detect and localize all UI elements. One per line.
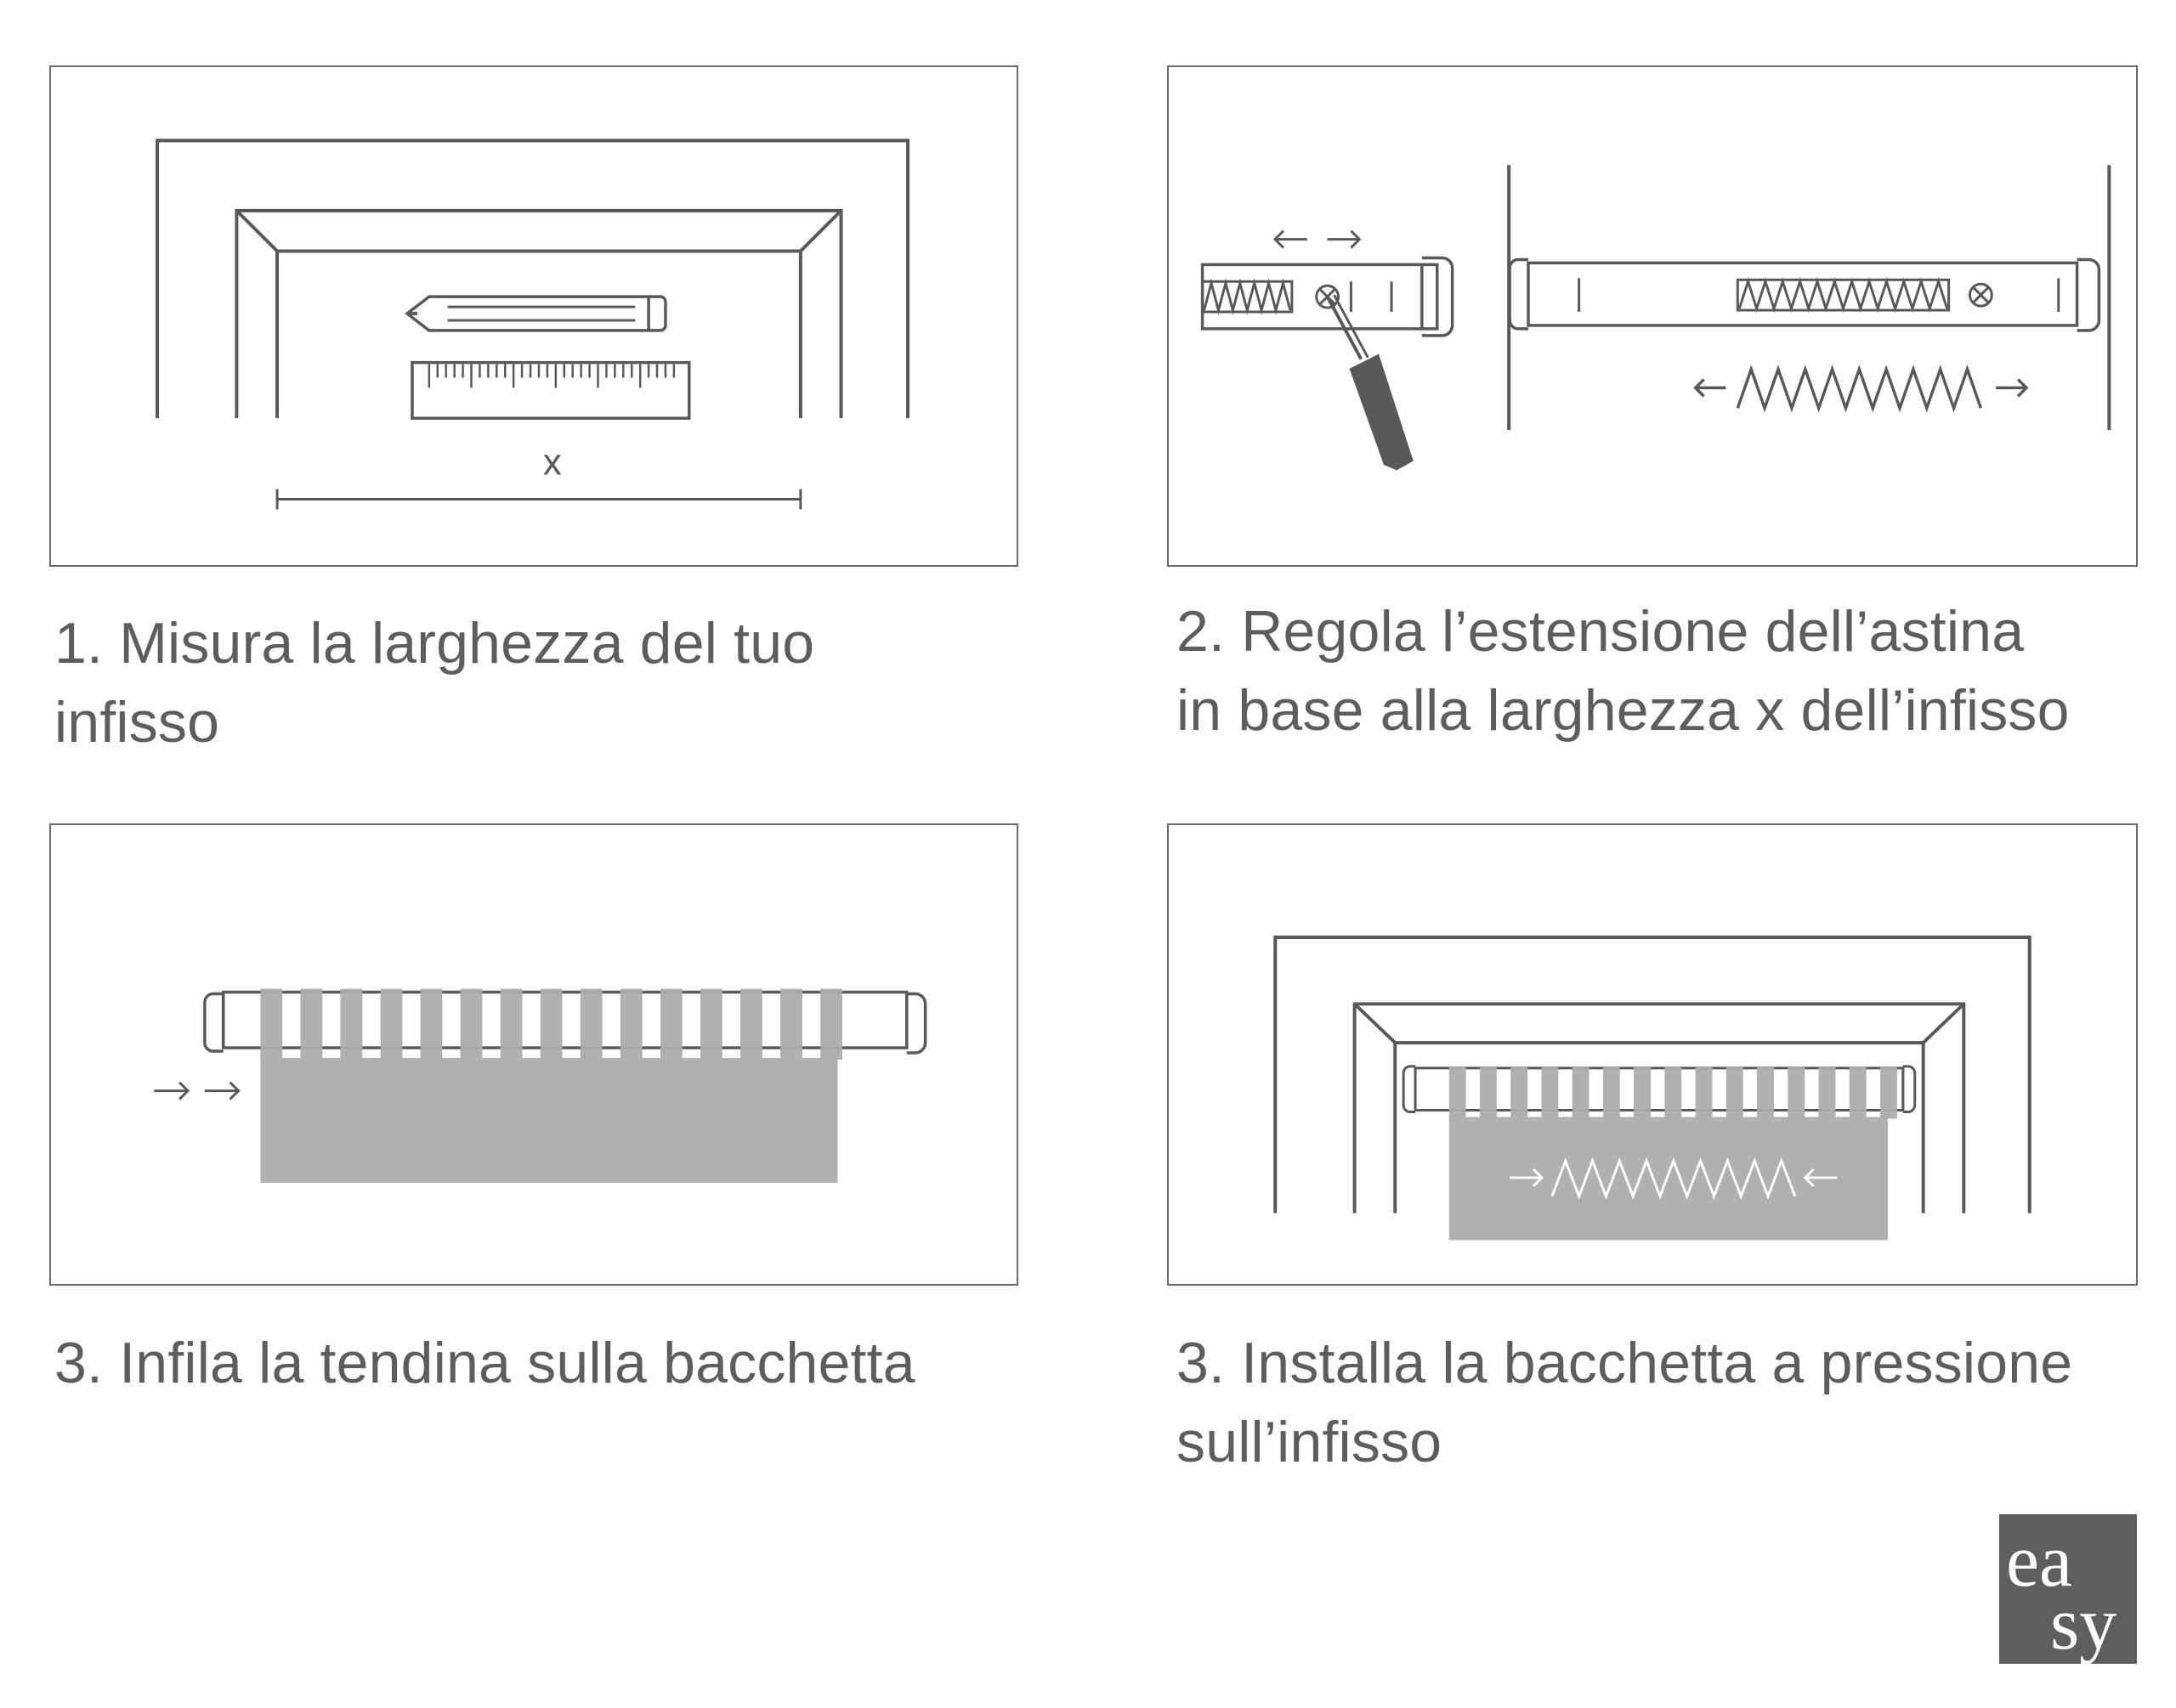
step-1-caption-line-1: 1. Misura la larghezza del tuo xyxy=(54,611,815,676)
curtain-loop xyxy=(540,988,563,1060)
step-1-illustration: x xyxy=(49,65,1018,567)
curtain-loop xyxy=(1480,1066,1497,1119)
curtain-loop xyxy=(780,988,802,1060)
spring-expand-icon xyxy=(1693,365,2029,413)
step-2-caption: 2. Regola l’estensione dell’astina in ba… xyxy=(1176,592,2070,750)
curtain-loop xyxy=(380,988,403,1060)
width-dimension-line xyxy=(275,489,802,510)
curtain-loop xyxy=(1849,1066,1867,1119)
curtain-loop xyxy=(1880,1066,1897,1119)
spring-compress-icon xyxy=(1510,1157,1838,1200)
curtain-loop xyxy=(1510,1066,1528,1119)
window-frame-outer xyxy=(235,208,843,419)
step-4-caption: 3. Installa la bacchetta a pressione sul… xyxy=(1176,1324,2072,1482)
adjust-rod-diagram xyxy=(1200,165,2111,471)
step-1-caption-line-2: infisso xyxy=(54,690,220,755)
curtain-loop xyxy=(260,988,283,1060)
outer-frame-line xyxy=(1273,936,2032,1213)
step-3-illustration xyxy=(49,823,1018,1286)
step-2-caption-line-2: in base alla larghezza x dell’infisso xyxy=(1176,678,2070,743)
curtain-loop xyxy=(1602,1066,1620,1119)
curtain-loop xyxy=(620,988,643,1060)
install-rod-diagram xyxy=(1273,936,2032,1241)
curtain-loop xyxy=(1788,1066,1805,1119)
rod-detail-icon xyxy=(1200,256,1454,337)
extended-rod-icon xyxy=(1508,257,2101,332)
curtain-icon xyxy=(1448,1066,1897,1241)
step-3-caption: 3. Infila la tendina sulla bacchetta xyxy=(54,1324,915,1403)
curtain-loop xyxy=(700,988,722,1060)
extend-arrows-icon xyxy=(1272,229,1362,249)
slide-arrows-icon xyxy=(154,1081,241,1100)
window-frame-inner xyxy=(275,249,802,419)
step-1-caption: 1. Misura la larghezza del tuo infisso xyxy=(54,604,814,762)
curtain-loop xyxy=(1726,1066,1743,1119)
step-4-caption-line-1: 3. Installa la bacchetta a pressione xyxy=(1176,1331,2073,1395)
curtain-loop xyxy=(1695,1066,1713,1119)
pencil-icon xyxy=(405,295,667,332)
curtain-loop xyxy=(1818,1066,1836,1119)
curtain-loop xyxy=(660,988,683,1060)
curtain-loop xyxy=(500,988,523,1060)
logo-text-top: ea xyxy=(2006,1520,2072,1603)
curtain-icon xyxy=(260,988,842,1183)
step-4-caption-line-2: sull’infisso xyxy=(1176,1410,1442,1474)
curtain-loop xyxy=(1572,1066,1590,1119)
measure-frame-diagram: x xyxy=(156,139,910,510)
logo-text-bottom: sy xyxy=(2050,1583,2116,1664)
curtain-loop xyxy=(340,988,363,1060)
step-3-caption-line-1: 3. Infila la tendina sulla bacchetta xyxy=(54,1331,915,1395)
curtain-loop xyxy=(820,988,842,1060)
thread-curtain-diagram xyxy=(154,988,927,1183)
outer-frame-line xyxy=(156,139,910,419)
window-frame-outer xyxy=(1352,1002,1966,1213)
curtain-loop xyxy=(1757,1066,1774,1119)
curtain-loop xyxy=(1448,1066,1466,1119)
curtain-loop xyxy=(1664,1066,1682,1119)
curtain-loop xyxy=(1634,1066,1652,1119)
step-2-caption-line-1: 2. Regola l’estensione dell’astina xyxy=(1176,599,2025,664)
curtain-loop xyxy=(420,988,443,1060)
screwdriver-icon xyxy=(1325,294,1414,471)
curtain-loop xyxy=(580,988,603,1060)
window-frame-inner xyxy=(1393,1041,1925,1213)
curtain-loop xyxy=(1541,1066,1559,1119)
width-label: x xyxy=(543,442,562,484)
curtain-loop xyxy=(740,988,762,1060)
step-2-illustration xyxy=(1167,65,2138,567)
easy-logo: ea sy xyxy=(1999,1514,2137,1666)
ruler-icon xyxy=(411,360,691,420)
curtain-loop xyxy=(300,988,323,1060)
step-4-illustration xyxy=(1167,823,2138,1286)
curtain-loop xyxy=(460,988,483,1060)
